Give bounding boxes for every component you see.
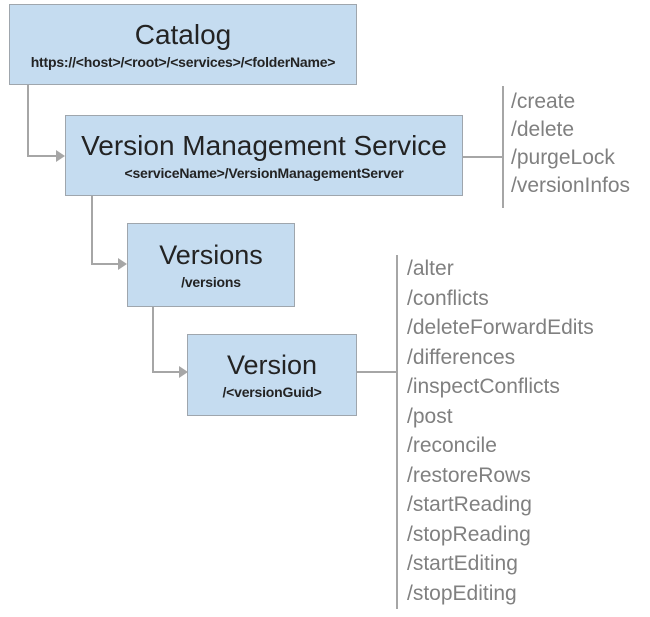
connector-versions-to-version-horizontal (152, 371, 180, 373)
version-operations-bracket-line (396, 255, 398, 609)
node-version-management-service: Version Management Service <serviceName>… (65, 115, 463, 196)
node-vms-title: Version Management Service (81, 130, 447, 162)
operation-item: /purgeLock (511, 146, 615, 169)
node-catalog-title: Catalog (134, 19, 232, 51)
node-catalog-url: https://<host>/<root>/<services>/<folder… (30, 53, 336, 70)
node-catalog: Catalog https://<host>/<root>/<services>… (9, 4, 357, 85)
arrow-right-icon (56, 150, 65, 162)
version-operations-list: /alter /conflicts /deleteForwardEdits /d… (407, 254, 594, 608)
node-versions-title: Versions (159, 240, 263, 271)
operation-item: /delete (511, 118, 575, 141)
node-vms-url: <serviceName>/VersionManagementServer (124, 164, 404, 181)
arrow-right-icon (118, 258, 127, 270)
node-version-url: /<versionGuid> (222, 383, 322, 400)
operation-item: /startEditing (407, 552, 518, 575)
connector-version-to-operations (357, 371, 397, 373)
connector-catalog-to-vms-vertical (27, 85, 29, 156)
operation-item: /startReading (407, 493, 532, 516)
vms-operations-bracket-line (502, 86, 504, 208)
operation-item: /stopEditing (407, 581, 517, 605)
arrow-right-icon (179, 366, 188, 378)
node-version-title: Version (226, 350, 318, 381)
connector-catalog-to-vms-horizontal (27, 155, 57, 157)
operation-item: /post (407, 404, 453, 428)
operation-item: /deleteForwardEdits (407, 316, 594, 339)
node-versions-url: /versions (181, 273, 241, 290)
connector-vms-to-versions-horizontal (91, 263, 119, 265)
connector-versions-to-version-vertical (152, 307, 154, 373)
operation-item: /versionInfos (511, 174, 631, 197)
connector-vms-to-versions-vertical (91, 196, 93, 265)
operation-item: /stopReading (407, 522, 531, 546)
node-version: Version /<versionGuid> (187, 334, 357, 416)
operation-item: /conflicts (407, 286, 489, 310)
operation-item: /create (511, 90, 576, 113)
connector-vms-to-operations (463, 156, 503, 158)
vms-operations-list: /create /delete /purgeLock /versionInfos (511, 88, 630, 200)
node-versions: Versions /versions (127, 223, 295, 307)
operation-item: /alter (407, 257, 454, 280)
operation-item: /reconcile (407, 434, 497, 457)
operation-item: /restoreRows (407, 463, 531, 487)
operation-item: /inspectConflicts (407, 375, 560, 398)
operation-item: /differences (407, 345, 516, 369)
